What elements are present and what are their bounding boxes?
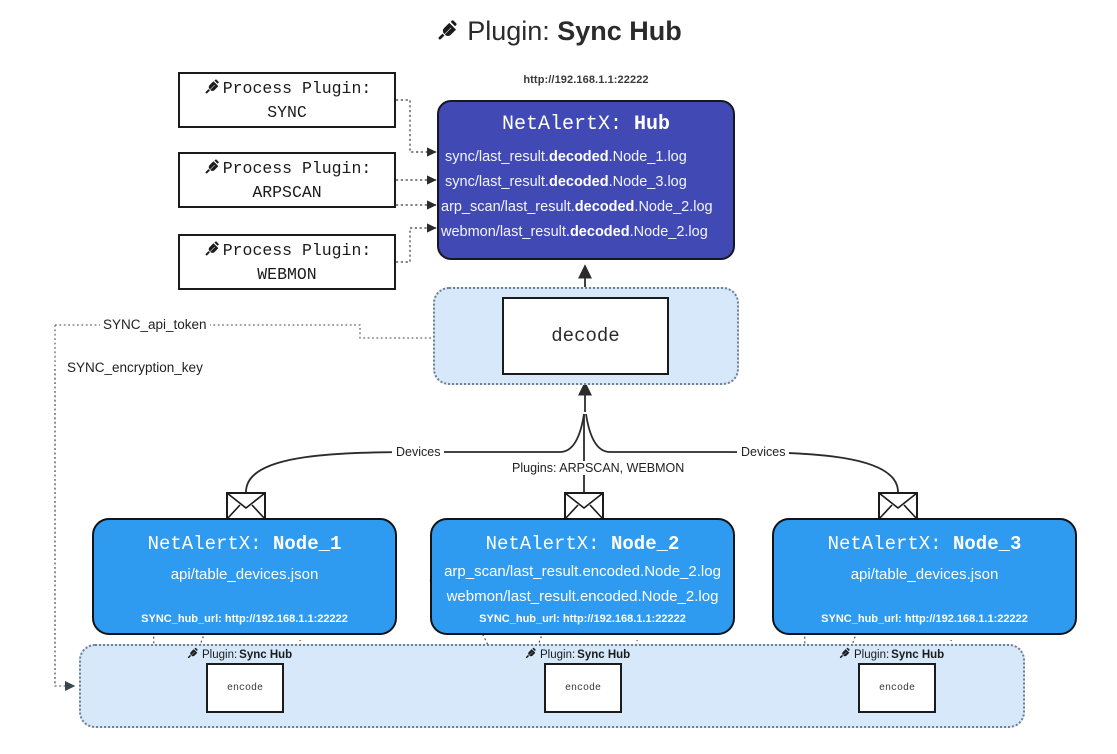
hub-log-line-4: webmon/last_result.decoded.Node_2.log [441, 224, 708, 240]
hub-title-name: Hub [634, 113, 671, 136]
node-title-prefix: NetAlertX: [485, 533, 600, 555]
node-title: NetAlertX: Node_2 [432, 533, 733, 555]
node-hub-url-label: SYNC_hub_url: [821, 613, 902, 625]
node-title-name: Node_1 [273, 533, 342, 555]
log-pre: arp_scan/last_result. [441, 199, 575, 215]
node-hub-url-label: SYNC_hub_url: [479, 613, 560, 625]
hub-url-label: http://192.168.1.1:22222 [523, 74, 649, 86]
hub-log-line-1: sync/last_result.decoded.Node_1.log [445, 149, 687, 165]
process-plugin-label: Process Plugin: [222, 79, 372, 99]
devices-label-right: Devices [737, 445, 790, 459]
plugins-label-mid: Plugins: ARPSCAN, WEBMON [508, 461, 689, 475]
plug-icon [203, 157, 222, 183]
process-plugin-name: SYNC [267, 102, 307, 122]
node-title: NetAlertX: Node_1 [94, 533, 395, 555]
sync-api-token-label: SYNC_api_token [100, 317, 210, 332]
log-post: .Node_2.log [634, 199, 713, 215]
title-prefix: Plugin: [467, 16, 550, 46]
plug-icon [203, 239, 222, 265]
encode-box-3[interactable]: encode [858, 663, 936, 713]
encoder-tag-prefix: Plugin: [854, 648, 890, 661]
process-plugin-label: Process Plugin: [222, 159, 372, 179]
node-log-line: arp_scan/last_result.encoded.Node_2.log [444, 563, 721, 580]
node-hub-url-value: http://192.168.1.1:22222 [562, 613, 686, 625]
hub-node[interactable]: NetAlertX: Hub sync/last_result.decoded.… [437, 100, 735, 260]
node-title-prefix: NetAlertX: [147, 533, 262, 555]
node-hub-url: SYNC_hub_url: http://192.168.1.1:22222 [774, 613, 1075, 625]
log-pre: sync/last_result. [445, 149, 549, 165]
node-hub-url: SYNC_hub_url: http://192.168.1.1:22222 [432, 613, 733, 625]
log-mid: decoded [569, 224, 630, 240]
node-3[interactable]: NetAlertX: Node_3 api/table_devices.json… [772, 518, 1077, 635]
envelope-icon [564, 492, 604, 525]
node-title: NetAlertX: Node_3 [774, 533, 1075, 555]
encoder-plugin-tag-3: Plugin: Sync Hub [838, 646, 944, 663]
encoder-tag-name: Sync Hub [239, 648, 293, 661]
process-plugin-name: ARPSCAN [252, 182, 322, 202]
hub-title-prefix: NetAlertX: [501, 113, 622, 136]
node-title-prefix: NetAlertX: [827, 533, 942, 555]
plug-icon [203, 77, 222, 103]
node-title-name: Node_3 [953, 533, 1022, 555]
encoder-tag-name: Sync Hub [577, 648, 631, 661]
hub-title: NetAlertX: Hub [439, 113, 733, 136]
log-mid: decoded [548, 149, 609, 165]
node-log-line: webmon/last_result.encoded.Node_2.log [446, 588, 719, 605]
plug-icon [186, 646, 200, 663]
log-post: .Node_2.log [629, 224, 708, 240]
node-hub-url-value: http://192.168.1.1:22222 [904, 613, 1028, 625]
node-hub-url-label: SYNC_hub_url: [141, 613, 222, 625]
encoder-plugin-tag-1: Plugin: Sync Hub [186, 646, 292, 663]
log-mid: decoded [548, 174, 609, 190]
log-mid: decoded [574, 199, 635, 215]
log-pre: sync/last_result. [445, 174, 549, 190]
process-plugin-sync-box[interactable]: Process Plugin: SYNC [178, 72, 396, 128]
process-plugin-label: Process Plugin: [222, 241, 372, 261]
encoder-tag-name: Sync Hub [891, 648, 945, 661]
process-plugin-arpscan-box[interactable]: Process Plugin: ARPSCAN [178, 152, 396, 208]
process-plugin-webmon-box[interactable]: Process Plugin: WEBMON [178, 234, 396, 290]
node-log-line: api/table_devices.json [850, 566, 999, 583]
page-title: Plugin: Sync Hub [0, 16, 1117, 50]
hub-log-line-3: arp_scan/last_result.decoded.Node_2.log [441, 199, 713, 215]
devices-label-left: Devices [392, 445, 445, 459]
process-plugin-name: WEBMON [257, 264, 317, 284]
node-hub-url-value: http://192.168.1.1:22222 [224, 613, 348, 625]
sync-encryption-key-label: SYNC_encryption_key [64, 360, 206, 375]
node-hub-url: SYNC_hub_url: http://192.168.1.1:22222 [94, 613, 395, 625]
node-log-line: api/table_devices.json [170, 566, 319, 583]
encoder-tag-prefix: Plugin: [202, 648, 238, 661]
plug-icon [435, 17, 461, 50]
log-post: .Node_3.log [608, 174, 687, 190]
encode-box-1[interactable]: encode [206, 663, 284, 713]
decode-box[interactable]: decode [502, 297, 669, 375]
node-2[interactable]: NetAlertX: Node_2 arp_scan/last_result.e… [430, 518, 735, 635]
encoder-plugin-tag-2: Plugin: Sync Hub [524, 646, 630, 663]
plug-icon [524, 646, 538, 663]
title-name: Sync Hub [557, 16, 682, 46]
log-post: .Node_1.log [608, 149, 687, 165]
log-pre: webmon/last_result. [441, 224, 570, 240]
node-title-name: Node_2 [611, 533, 680, 555]
plug-icon [838, 646, 852, 663]
hub-log-line-2: sync/last_result.decoded.Node_3.log [445, 174, 687, 190]
encode-box-2[interactable]: encode [544, 663, 622, 713]
node-1[interactable]: NetAlertX: Node_1 api/table_devices.json… [92, 518, 397, 635]
encoder-tag-prefix: Plugin: [540, 648, 576, 661]
